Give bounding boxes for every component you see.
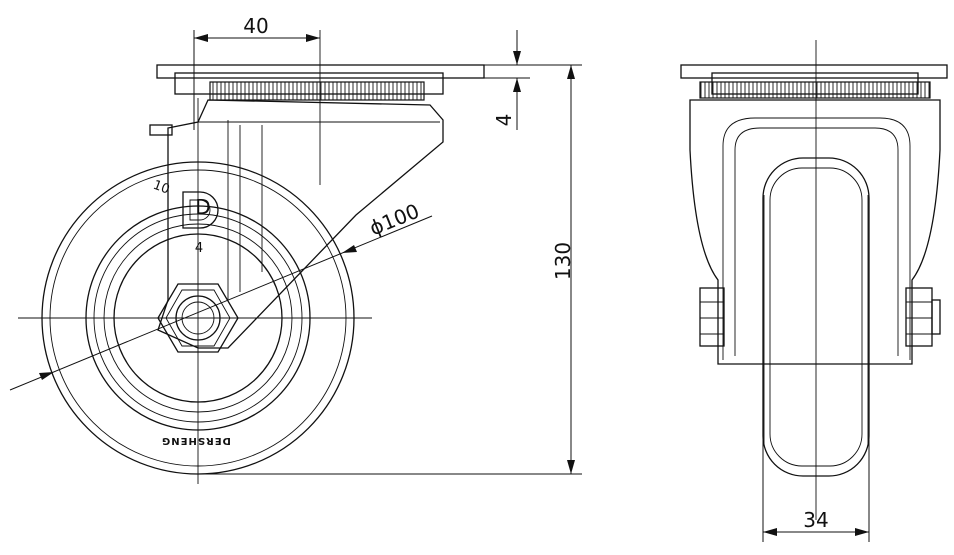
dimension-plate-thickness: 4 — [484, 30, 530, 130]
dimension-wheel-width: 34 — [762, 440, 870, 542]
axle-nut-left — [699, 287, 725, 347]
brand-logo-mark: D — [182, 191, 219, 229]
rim-number: 4 — [195, 241, 203, 256]
plate-thickness-label: 4 — [492, 114, 516, 127]
overall-height-label: 130 — [551, 242, 575, 280]
dimension-overall-height: 130 — [198, 64, 582, 475]
offset-label: 40 — [243, 14, 268, 38]
swivel-fork — [157, 99, 444, 349]
dimension-offset: 40 — [193, 14, 320, 130]
side-top-plate — [156, 64, 485, 79]
side-view: D 4 10 DERSHENG — [18, 30, 485, 484]
front-fork-outer — [689, 99, 941, 365]
wheel-width-label: 34 — [803, 508, 828, 532]
axle-nut-right — [905, 287, 941, 347]
dimension-wheel-diameter: ϕ100 — [9, 199, 433, 391]
brand-marking: DERSHENG — [161, 435, 231, 446]
rim-code: 10 — [151, 178, 172, 198]
front-view — [680, 40, 948, 520]
logo-letter: D — [195, 195, 210, 219]
bearing-ring — [209, 81, 425, 101]
front-top-plate — [680, 64, 948, 79]
wheel-diameter-label: ϕ100 — [366, 199, 423, 240]
